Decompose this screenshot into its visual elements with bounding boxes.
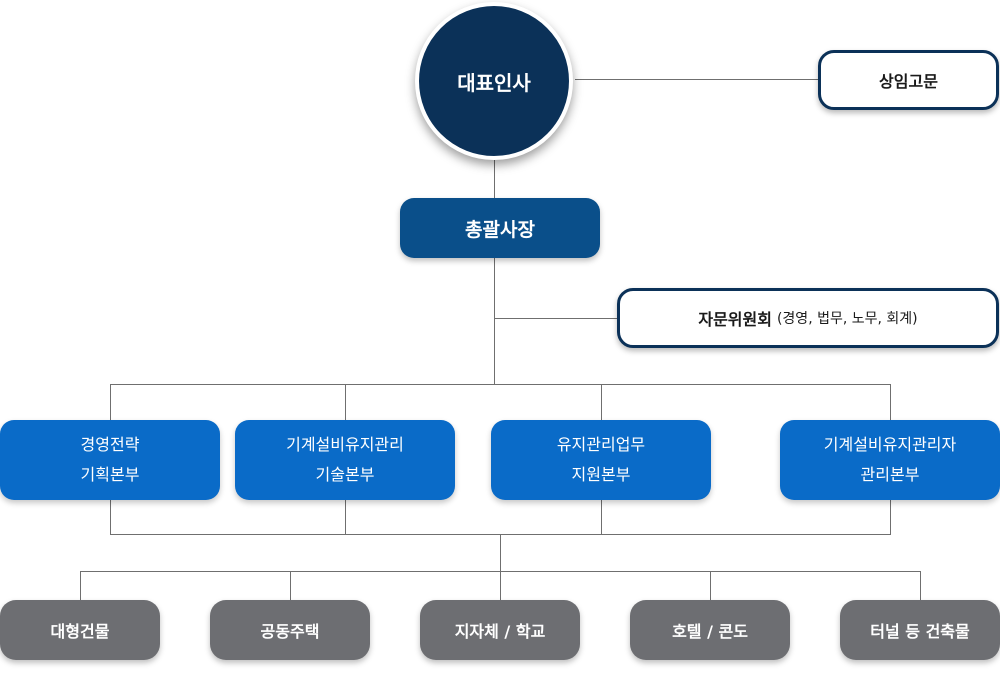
president-node: 총괄사장 bbox=[400, 198, 600, 258]
division-label-line2: 관리본부 bbox=[860, 465, 920, 484]
division-node-technology: 기계설비유지관리 기술본부 bbox=[235, 420, 455, 500]
division-label-line1: 기계설비유지관리자 bbox=[823, 435, 957, 454]
division-label-line2: 지원본부 bbox=[571, 465, 631, 484]
division-label-line2: 기술본부 bbox=[315, 465, 375, 484]
category-node-hotels-condos: 호텔 / 콘도 bbox=[630, 600, 790, 660]
category-node-municipal-schools: 지자체 / 학교 bbox=[420, 600, 580, 660]
division-node-management: 기계설비유지관리자 관리본부 bbox=[780, 420, 1000, 500]
category-label: 호텔 / 콘도 bbox=[672, 622, 748, 641]
category-node-apartments: 공동주택 bbox=[210, 600, 370, 660]
division-node-support: 유지관리업무 지원본부 bbox=[491, 420, 711, 500]
president-label: 총괄사장 bbox=[465, 218, 535, 241]
committee-detail: (경영, 법무, 노무, 회계) bbox=[776, 311, 918, 327]
category-label: 대형건물 bbox=[50, 622, 110, 641]
division-label-line1: 경영전략 bbox=[80, 435, 140, 454]
category-node-tunnels-structures: 터널 등 건축물 bbox=[840, 600, 1000, 660]
advisor-node: 상임고문 bbox=[818, 50, 999, 110]
division-label-line1: 기계설비유지관리 bbox=[286, 435, 404, 454]
category-node-large-buildings: 대형건물 bbox=[0, 600, 160, 660]
division-label-line2: 기획본부 bbox=[80, 465, 140, 484]
category-label: 터널 등 건축물 bbox=[870, 622, 970, 641]
committee-node: 자문위원회 (경영, 법무, 노무, 회계) bbox=[617, 288, 999, 348]
division-node-strategy-planning: 경영전략 기획본부 bbox=[0, 420, 220, 500]
category-label: 공동주택 bbox=[260, 622, 320, 641]
category-label: 지자체 / 학교 bbox=[454, 622, 546, 641]
advisor-label: 상임고문 bbox=[879, 72, 938, 91]
committee-label: 자문위원회 bbox=[698, 310, 772, 329]
ceo-label: 대표인사 bbox=[457, 70, 531, 95]
ceo-node: 대표인사 bbox=[415, 2, 573, 160]
division-label-line1: 유지관리업무 bbox=[556, 435, 646, 454]
